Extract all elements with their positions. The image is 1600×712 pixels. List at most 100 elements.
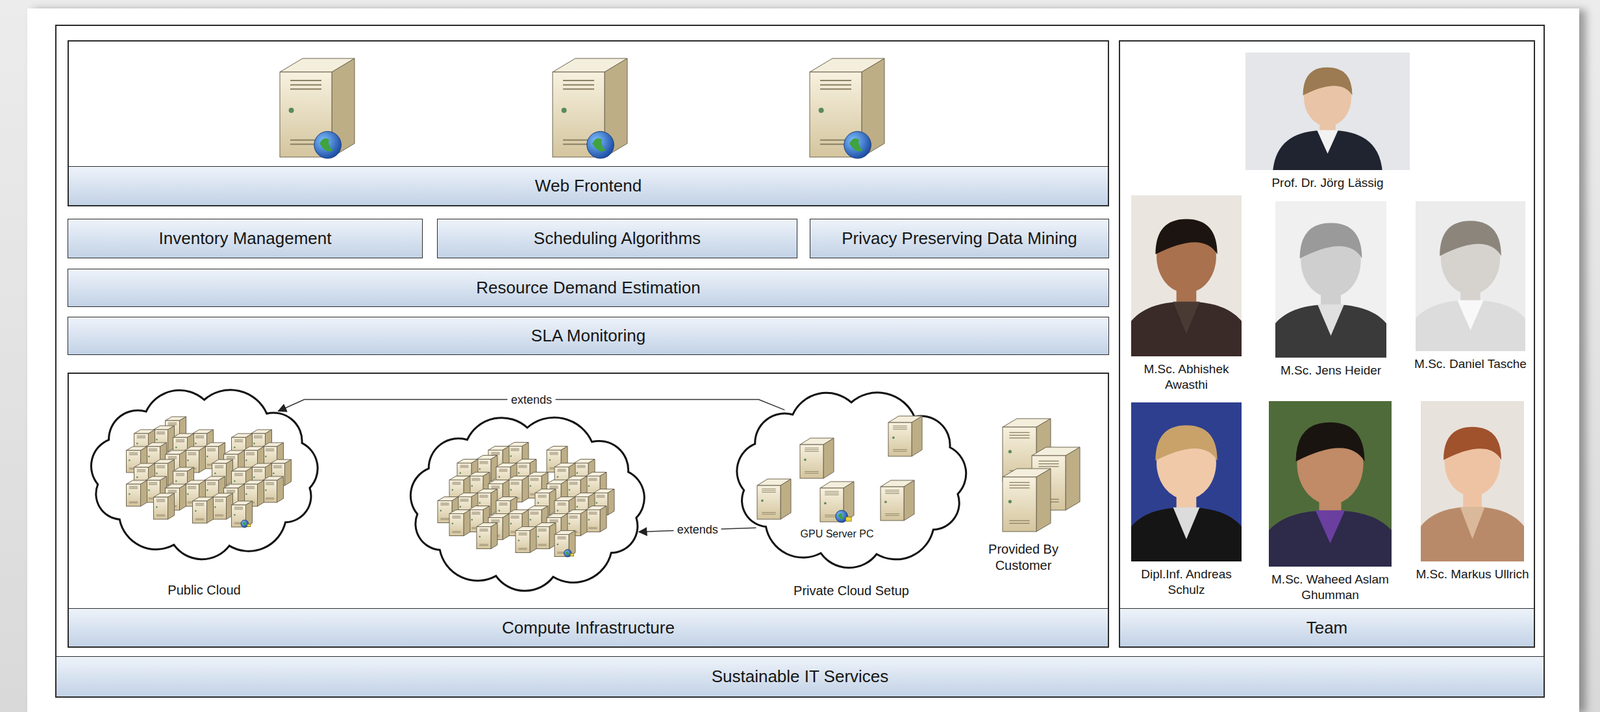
server-vent xyxy=(588,477,597,479)
server-led xyxy=(148,489,150,491)
globe-land xyxy=(319,138,334,152)
server-vent xyxy=(518,533,527,535)
portrait-picture xyxy=(1420,401,1525,562)
server-vent xyxy=(129,501,138,503)
server-icon xyxy=(212,493,234,520)
server-vent xyxy=(156,465,165,467)
server-icon xyxy=(757,479,791,520)
server-side xyxy=(580,510,588,537)
server-led xyxy=(576,506,578,508)
server-vent xyxy=(253,471,263,473)
server-icon xyxy=(800,438,834,479)
server-icon xyxy=(476,523,498,550)
server-front xyxy=(153,497,169,520)
server-vent xyxy=(129,488,138,489)
server-led xyxy=(892,437,895,440)
server-led xyxy=(1008,500,1012,504)
server-vent xyxy=(440,505,449,506)
server-vent xyxy=(207,450,216,451)
server-vent xyxy=(588,528,597,530)
server-led xyxy=(537,536,539,538)
server-icon xyxy=(585,506,607,533)
photo-body xyxy=(1268,510,1392,567)
server-vent xyxy=(549,488,558,489)
server-led xyxy=(818,107,825,113)
person-name: M.Sc. Jens Heider xyxy=(1265,362,1397,379)
server-icon xyxy=(515,527,537,554)
server-vent xyxy=(246,453,255,455)
server-vent xyxy=(471,480,480,482)
portrait-photo: M.Sc. Abhishek Awasthi xyxy=(1131,195,1242,357)
server-vent xyxy=(596,496,605,497)
server-vent xyxy=(510,518,519,519)
server-vent xyxy=(761,488,776,490)
server-vent xyxy=(568,483,578,484)
server-vent xyxy=(537,531,547,532)
server-vent xyxy=(510,481,519,483)
portrait-photo: Dipl.Inf. Andreas Schulz xyxy=(1131,402,1242,562)
server-led xyxy=(537,502,539,504)
server-vent xyxy=(195,503,204,504)
server-side xyxy=(1065,447,1080,511)
server-vent xyxy=(234,474,243,476)
server-vent xyxy=(175,474,185,476)
server-vent xyxy=(892,429,908,430)
server-led xyxy=(128,493,130,495)
server-vent xyxy=(451,484,461,486)
server-vent xyxy=(596,497,605,499)
server-vent xyxy=(451,518,461,519)
server-icon xyxy=(449,510,471,537)
module-box: Scheduling Algorithms xyxy=(437,218,798,259)
server-vent xyxy=(195,519,204,521)
server-led xyxy=(459,506,462,508)
server-vent xyxy=(175,440,185,442)
server-vent xyxy=(529,480,539,482)
text-slot: Public Cloud xyxy=(69,582,339,599)
server-vent xyxy=(576,500,586,501)
server-vent xyxy=(195,518,204,520)
server-vent xyxy=(518,532,527,534)
server-side xyxy=(463,510,471,537)
text-slot: M.Sc. Daniel Tasche xyxy=(1405,356,1536,373)
photo-body xyxy=(1131,507,1242,562)
server-icon xyxy=(809,58,885,159)
server-vent xyxy=(510,450,519,452)
server-vent xyxy=(588,480,597,482)
team-panel: TeamProf. Dr. Jörg LässigM.Sc. Abhishek … xyxy=(1118,40,1536,649)
server-vent xyxy=(885,515,900,517)
server-led xyxy=(451,523,454,525)
text-slot: Dipl.Inf. Andreas Schulz xyxy=(1121,566,1252,599)
server-vent xyxy=(246,452,255,454)
server-vent xyxy=(175,475,185,476)
server-vent xyxy=(226,490,236,491)
text-slot: SLA Monitoring xyxy=(68,317,1109,355)
server-vent xyxy=(479,544,488,545)
server-vent xyxy=(518,466,527,467)
server-vent xyxy=(892,451,908,452)
server-side xyxy=(903,480,915,521)
server-vent xyxy=(168,458,177,460)
server-led xyxy=(206,455,208,458)
server-vent xyxy=(148,450,158,452)
text-slot: Resource Demand Estimation xyxy=(68,269,1109,307)
server-vent xyxy=(588,512,597,514)
server-vent xyxy=(471,511,480,513)
server-vent xyxy=(168,456,177,458)
server-led xyxy=(187,493,189,495)
text-slot: Private Cloud Setup xyxy=(715,583,988,600)
server-vent xyxy=(479,462,488,463)
server-vent xyxy=(1009,520,1030,522)
server-vent xyxy=(824,494,839,496)
server-vent xyxy=(562,79,595,82)
layer-band: SLA Monitoring xyxy=(67,316,1110,356)
server-vent xyxy=(568,484,578,486)
server-vent xyxy=(175,473,185,475)
server-vent xyxy=(1038,463,1059,465)
server-side xyxy=(199,446,206,473)
server-vent xyxy=(137,471,146,473)
photo-body xyxy=(1131,301,1242,357)
portrait-picture xyxy=(1275,201,1387,358)
server-front xyxy=(192,501,208,524)
server-vent xyxy=(490,453,500,454)
